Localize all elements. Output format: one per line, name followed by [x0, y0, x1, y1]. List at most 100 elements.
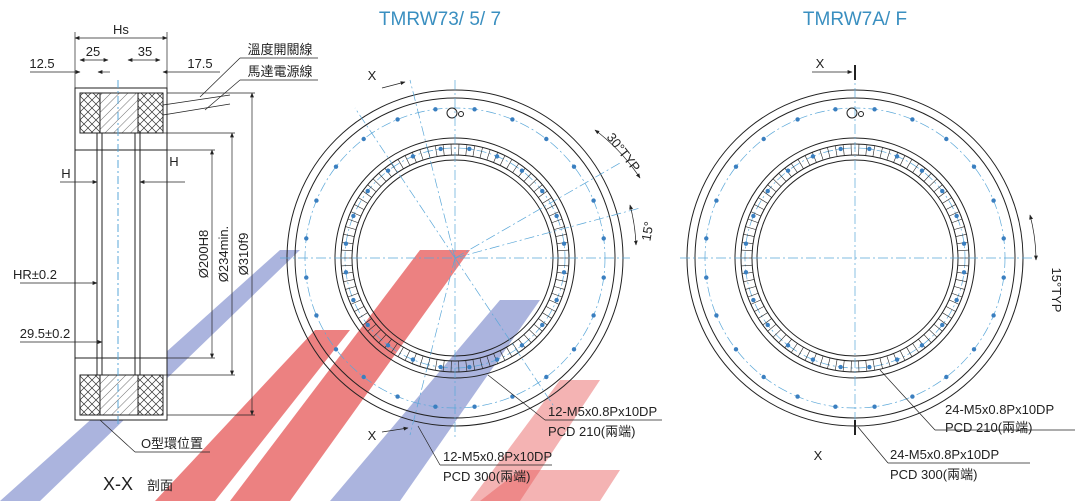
stator-slot: [767, 323, 777, 332]
section-mark-x-bottom-left: X: [368, 428, 377, 443]
bolt-hole: [472, 404, 477, 409]
bolt-hole: [751, 297, 756, 303]
bolt-hole: [544, 374, 549, 380]
stator-slot: [391, 163, 398, 173]
bolt-hole: [785, 343, 791, 348]
bolt-hole: [867, 364, 872, 370]
bolt-hole: [761, 374, 766, 380]
stator-slot: [865, 144, 868, 156]
bolt-hole: [561, 241, 567, 246]
outer-bolt-holes: [704, 107, 1006, 409]
stator-slot: [557, 264, 569, 267]
bolt-hole: [395, 394, 400, 399]
bolt-hole: [333, 164, 339, 169]
bolt-hole: [351, 297, 356, 303]
stator-slot: [538, 318, 548, 326]
stator-slot: [957, 264, 969, 267]
stator-slot: [762, 318, 772, 326]
stator-slot: [754, 306, 765, 312]
bolt-hole: [795, 394, 800, 399]
stator-slot: [886, 149, 891, 161]
bolt-hole: [872, 404, 877, 409]
stator-slot: [427, 357, 431, 369]
right-inner-note-line1: 24-M5x0.8Px10DP: [945, 402, 1054, 417]
stator-slot: [367, 184, 377, 193]
bolt-hole: [894, 154, 900, 159]
bolt-hole: [894, 357, 900, 362]
stator-slot: [834, 145, 838, 157]
stator-slot: [512, 163, 519, 173]
bolt-hole: [410, 357, 416, 362]
stator-slot: [557, 249, 569, 252]
stator-slot: [347, 218, 359, 224]
stator-slot: [758, 312, 768, 319]
stator-slot: [419, 355, 424, 367]
bolt-hole: [940, 188, 945, 194]
stator-slot: [827, 147, 831, 159]
stator-slot: [872, 359, 876, 371]
stator-slot: [942, 312, 952, 319]
stator-slot: [912, 163, 919, 173]
dim-dia234: Ø234min.: [216, 226, 231, 282]
bolt-hole: [314, 313, 319, 318]
section-caption-prefix: X-X: [103, 474, 133, 494]
right-inner-note-line2: PCD 210(兩端): [945, 420, 1032, 435]
bolt-hole: [944, 374, 949, 380]
stator-slot: [397, 347, 404, 357]
stator-slot: [506, 159, 513, 169]
stator-slot: [465, 360, 468, 372]
bolt-hole: [961, 270, 967, 275]
dim-29-5: 29.5±0.2: [20, 326, 71, 341]
stator-slot: [758, 197, 768, 204]
stator-slot: [354, 306, 365, 312]
stator-slot: [762, 190, 772, 198]
bolt-hole: [519, 168, 525, 173]
bolt-hole: [304, 275, 309, 280]
stator-slot: [743, 279, 755, 282]
bolt-hole: [467, 364, 472, 370]
stator-slot: [842, 144, 845, 156]
callout-temp-switch-wire: 溫度開關線: [247, 42, 312, 57]
stator-slot: [548, 211, 560, 217]
stator-slot: [745, 286, 757, 290]
stator-slot: [772, 178, 782, 187]
stator-slot: [506, 347, 513, 357]
front-view-tmrw73: [280, 79, 662, 466]
bolt-hole: [810, 154, 816, 159]
bolt-hole: [361, 374, 366, 380]
stator-slot: [951, 218, 963, 224]
callout-motor-power-wire: 馬達電源線: [247, 64, 312, 79]
right-outer-note-line2: PCD 300(兩端): [890, 467, 977, 482]
stator-slot: [347, 292, 359, 298]
stator-slot: [951, 292, 963, 298]
stator-slot: [923, 334, 932, 343]
left-outer-note-line2: PCD 300(兩端): [443, 469, 530, 484]
stator-slot: [750, 299, 762, 305]
bolt-hole: [704, 236, 709, 241]
stator-slot: [906, 159, 913, 169]
bolt-hole: [765, 188, 770, 194]
bolt-hole: [810, 357, 816, 362]
angle-15-typ: 15°TYP: [1049, 268, 1064, 313]
dim-hr: HR±0.2: [13, 267, 57, 282]
stator-slot: [345, 286, 357, 290]
bolt-hole: [571, 347, 577, 352]
left-inner-note-line1: 12-M5x0.8Px10DP: [548, 404, 657, 419]
bolt-hole: [1001, 275, 1006, 280]
bolt-hole: [519, 343, 525, 348]
bolt-hole: [472, 107, 477, 112]
bolt-hole: [910, 117, 915, 122]
stator-slot: [754, 204, 765, 210]
stator-slot: [879, 147, 883, 159]
dim-hs: Hs: [113, 22, 129, 37]
bolt-hole: [365, 322, 370, 328]
dim-dia310: Ø310f9: [236, 233, 251, 276]
stator-slot: [533, 323, 543, 332]
stator-slot: [879, 357, 883, 369]
right-view-labels: X X 15°TYP 24-M5x0.8Px10DP PCD 210(兩端) 2…: [814, 56, 1064, 482]
bolt-hole: [333, 347, 339, 352]
bolt-hole: [833, 404, 838, 409]
stator-slot: [819, 149, 824, 161]
bolt-hole: [714, 198, 719, 203]
stator-slot: [741, 249, 753, 252]
